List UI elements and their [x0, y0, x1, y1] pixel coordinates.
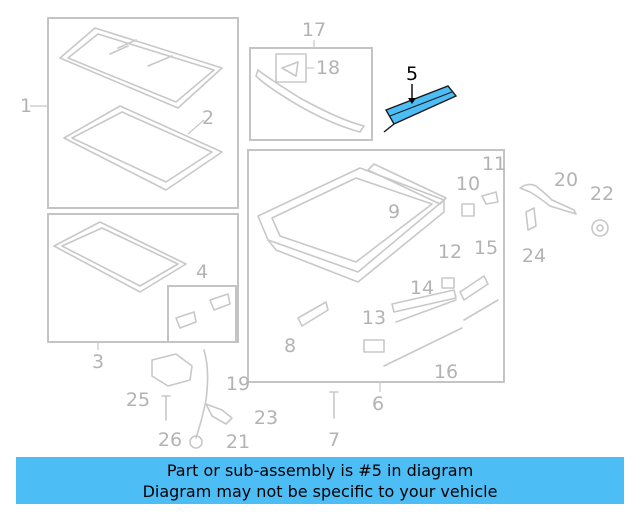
callout-25: 25 [126, 389, 150, 411]
part-4-clips [175, 293, 231, 329]
part-13-block [363, 339, 385, 353]
banner-line-2: Diagram may not be specific to your vehi… [142, 482, 498, 501]
callout-7: 7 [328, 429, 340, 451]
callout-21: 21 [226, 431, 250, 453]
callout-22: 22 [590, 183, 614, 205]
callout-16: 16 [434, 361, 458, 383]
callout-12: 12 [438, 241, 462, 263]
callout-13: 13 [362, 307, 386, 329]
part-26-bolt [161, 395, 171, 421]
callout-4: 4 [196, 261, 208, 283]
callout-23: 23 [254, 407, 278, 429]
callout-5: 5 [406, 63, 418, 85]
part-8-bracket [297, 301, 329, 327]
callout-2: 2 [202, 107, 214, 129]
part-2-glass-seal [63, 105, 223, 191]
callout-20: 20 [554, 169, 578, 191]
callout-26: 26 [158, 429, 182, 451]
callout-9: 9 [388, 201, 400, 223]
callout-11: 11 [482, 153, 506, 175]
group-box-6 [247, 149, 505, 383]
callout-24: 24 [522, 245, 546, 267]
part-5-wind-deflector[interactable] [383, 85, 458, 133]
callout-1: 1 [20, 95, 32, 117]
banner-line-1: Part or sub-assembly is #5 in diagram [166, 461, 474, 480]
callout-18: 18 [316, 57, 340, 79]
callout-14: 14 [410, 277, 434, 299]
group-box-3 [47, 213, 239, 343]
callout-10: 10 [456, 173, 480, 195]
part-16-cable [383, 327, 463, 367]
part-11-bracket [481, 191, 499, 205]
part-22-clip [591, 219, 609, 237]
part-19-drain-hose [195, 349, 209, 439]
part-7-bolt [329, 391, 339, 419]
part-1-glass-panel [59, 27, 223, 109]
info-banner: Part or sub-assembly is #5 in diagram Di… [16, 457, 624, 504]
part-9-rail [367, 163, 447, 205]
part-20-hose [519, 183, 577, 215]
part-10-motor [461, 203, 475, 217]
callout-6: 6 [372, 393, 384, 415]
part-15-link [459, 275, 499, 321]
group-box-1 [47, 17, 239, 209]
callout-17: 17 [302, 19, 326, 41]
part-12-clip [441, 277, 455, 289]
part-17-rail [255, 53, 365, 133]
part-14-link [391, 289, 457, 323]
part-3-sunshade [53, 221, 187, 293]
callout-3: 3 [92, 351, 104, 373]
group-box-4 [167, 285, 237, 343]
callout-15: 15 [474, 237, 498, 259]
part-6-frame [257, 167, 445, 283]
part-24-clamp [525, 207, 537, 231]
callout-8: 8 [284, 335, 296, 357]
part-25-module [151, 353, 193, 387]
callout-19: 19 [226, 373, 250, 395]
part-23-connector [205, 403, 233, 425]
group-box-17 [249, 47, 373, 141]
